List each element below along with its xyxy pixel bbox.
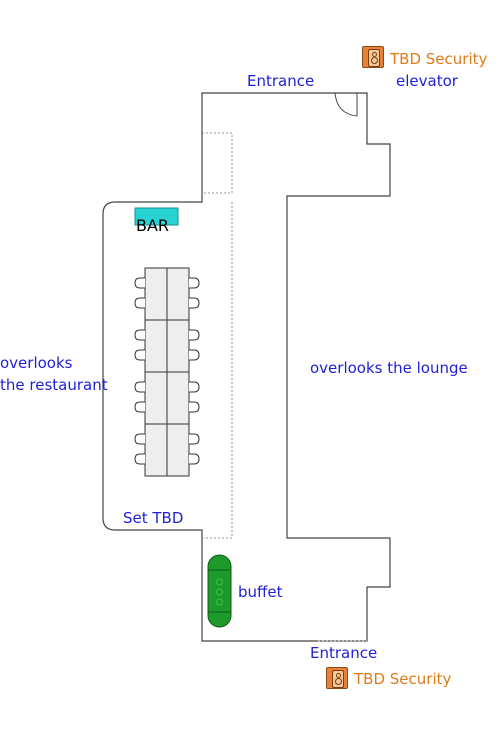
- dining-tables: [144, 267, 190, 477]
- speaker-icon: [362, 46, 384, 68]
- entrance-top-label: Entrance: [247, 72, 315, 90]
- partition-line: [202, 132, 233, 539]
- buffet-label: buffet: [238, 583, 283, 601]
- overlooks-restaurant-label-1: overlooks: [0, 354, 73, 372]
- entrance-bottom-label: Entrance: [310, 644, 378, 662]
- room-outline: [102, 92, 391, 642]
- security-label-bottom: TBD Security: [354, 670, 452, 688]
- security-label-top: TBD Security: [390, 50, 488, 68]
- buffet-table: [207, 554, 232, 628]
- overlooks-restaurant-label-2: the restaurant: [0, 376, 108, 394]
- bar-label: BAR: [136, 216, 170, 235]
- door: [334, 92, 358, 117]
- bar-counter: [134, 207, 179, 226]
- overlooks-lounge-label: overlooks the lounge: [310, 359, 468, 377]
- speaker-icon: [326, 667, 348, 689]
- elevator-label: elevator: [396, 72, 458, 90]
- chairs: [134, 277, 200, 465]
- set-tbd-label: Set TBD: [123, 509, 184, 527]
